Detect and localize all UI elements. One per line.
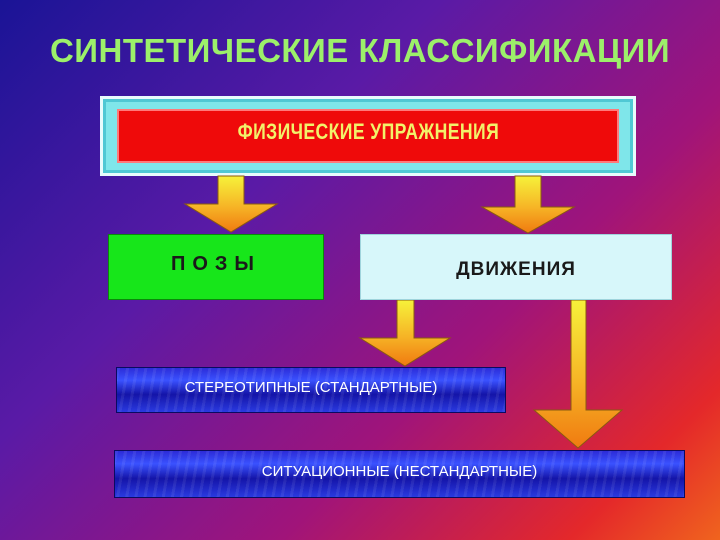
movements-label: ДВИЖЕНИЯ (456, 259, 576, 280)
arrow-to-stereotyped-icon (358, 299, 452, 367)
arrow-to-situational-icon (532, 299, 624, 449)
poses-box: ПОЗЫ (108, 234, 324, 300)
slide-title: СИНТЕТИЧЕСКИЕ КЛАССИФИКАЦИИ (49, 32, 671, 69)
movements-box: ДВИЖЕНИЯ (360, 234, 672, 300)
situational-label: СИТУАЦИОННЫЕ (НЕСТАНДАРТНЫЕ) (261, 463, 538, 480)
situational-bar: СИТУАЦИОННЫЕ (НЕСТАНДАРТНЫЕ) (114, 450, 685, 498)
physical-exercises-label: ФИЗИЧЕСКИЕ УПРАЖНЕНИЯ (237, 119, 499, 144)
stereotyped-bar: СТЕРЕОТИПНЫЕ (СТАНДАРТНЫЕ) (116, 367, 506, 413)
physical-exercises-box: ФИЗИЧЕСКИЕ УПРАЖНЕНИЯ (100, 96, 636, 176)
poses-label: ПОЗЫ (170, 253, 262, 275)
arrow-to-poses-icon (183, 175, 279, 233)
physical-exercises-inner: ФИЗИЧЕСКИЕ УПРАЖНЕНИЯ (117, 109, 619, 163)
arrow-to-movements-icon (480, 175, 576, 234)
stereotyped-label: СТЕРЕОТИПНЫЕ (СТАНДАРТНЫЕ) (184, 379, 438, 396)
